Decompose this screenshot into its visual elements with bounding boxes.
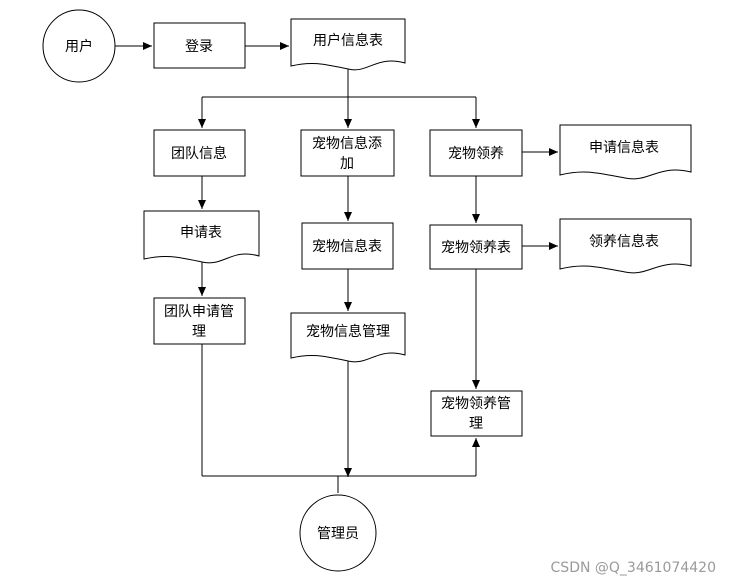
node-pet-info-add-label-1: 宠物信息添 [312,135,382,152]
node-pet-info-add-label-2: 加 [340,156,354,172]
node-pet-info-mgmt: 宠物信息管理 [290,312,406,363]
node-team-info-label: 团队信息 [171,145,227,162]
node-team-apply-mgmt-label-2: 理 [192,324,206,340]
node-pet-info-table-label: 宠物信息表 [312,238,382,255]
node-pet-info-mgmt-label: 宠物信息管理 [306,323,390,340]
node-adopt-info-table-label: 领养信息表 [589,233,659,250]
node-user-label: 用户 [65,38,93,55]
node-apply-table: 申请表 [143,210,260,264]
node-pet-adopt: 宠物领养 [429,129,523,177]
node-login-label: 登录 [185,39,213,55]
node-pet-info-add: 宠物信息添 加 [300,129,395,177]
node-apply-info-table: 申请信息表 [559,124,692,180]
node-pet-adopt-mgmt: 宠物领养管 理 [430,390,523,437]
node-pet-info-table: 宠物信息表 [301,222,394,270]
node-adopt-info-table: 领养信息表 [559,218,692,274]
node-pet-adopt-table-label: 宠物领养表 [441,240,511,256]
node-admin-label: 管理员 [317,526,359,542]
edges [115,42,558,493]
node-team-apply-mgmt-label-1: 团队申请管 [164,304,234,320]
node-apply-table-label: 申请表 [180,225,222,241]
watermark-text: CSDN @Q_3461074420 [551,560,716,576]
node-user-info-table: 用户信息表 [290,18,406,71]
node-pet-adopt-label: 宠物领养 [448,146,504,162]
node-pet-adopt-mgmt-label-2: 理 [469,416,483,432]
node-pet-adopt-mgmt-label-1: 宠物领养管 [441,396,511,412]
node-login: 登录 [153,22,246,69]
node-team-apply-mgmt: 团队申请管 理 [153,297,246,345]
node-admin: 管理员 [299,494,377,572]
node-user-info-table-label: 用户信息表 [313,32,383,49]
node-user: 用户 [42,9,116,83]
node-pet-adopt-table: 宠物领养表 [429,224,523,270]
node-apply-info-table-label: 申请信息表 [589,139,659,156]
node-team-info: 团队信息 [153,129,246,177]
